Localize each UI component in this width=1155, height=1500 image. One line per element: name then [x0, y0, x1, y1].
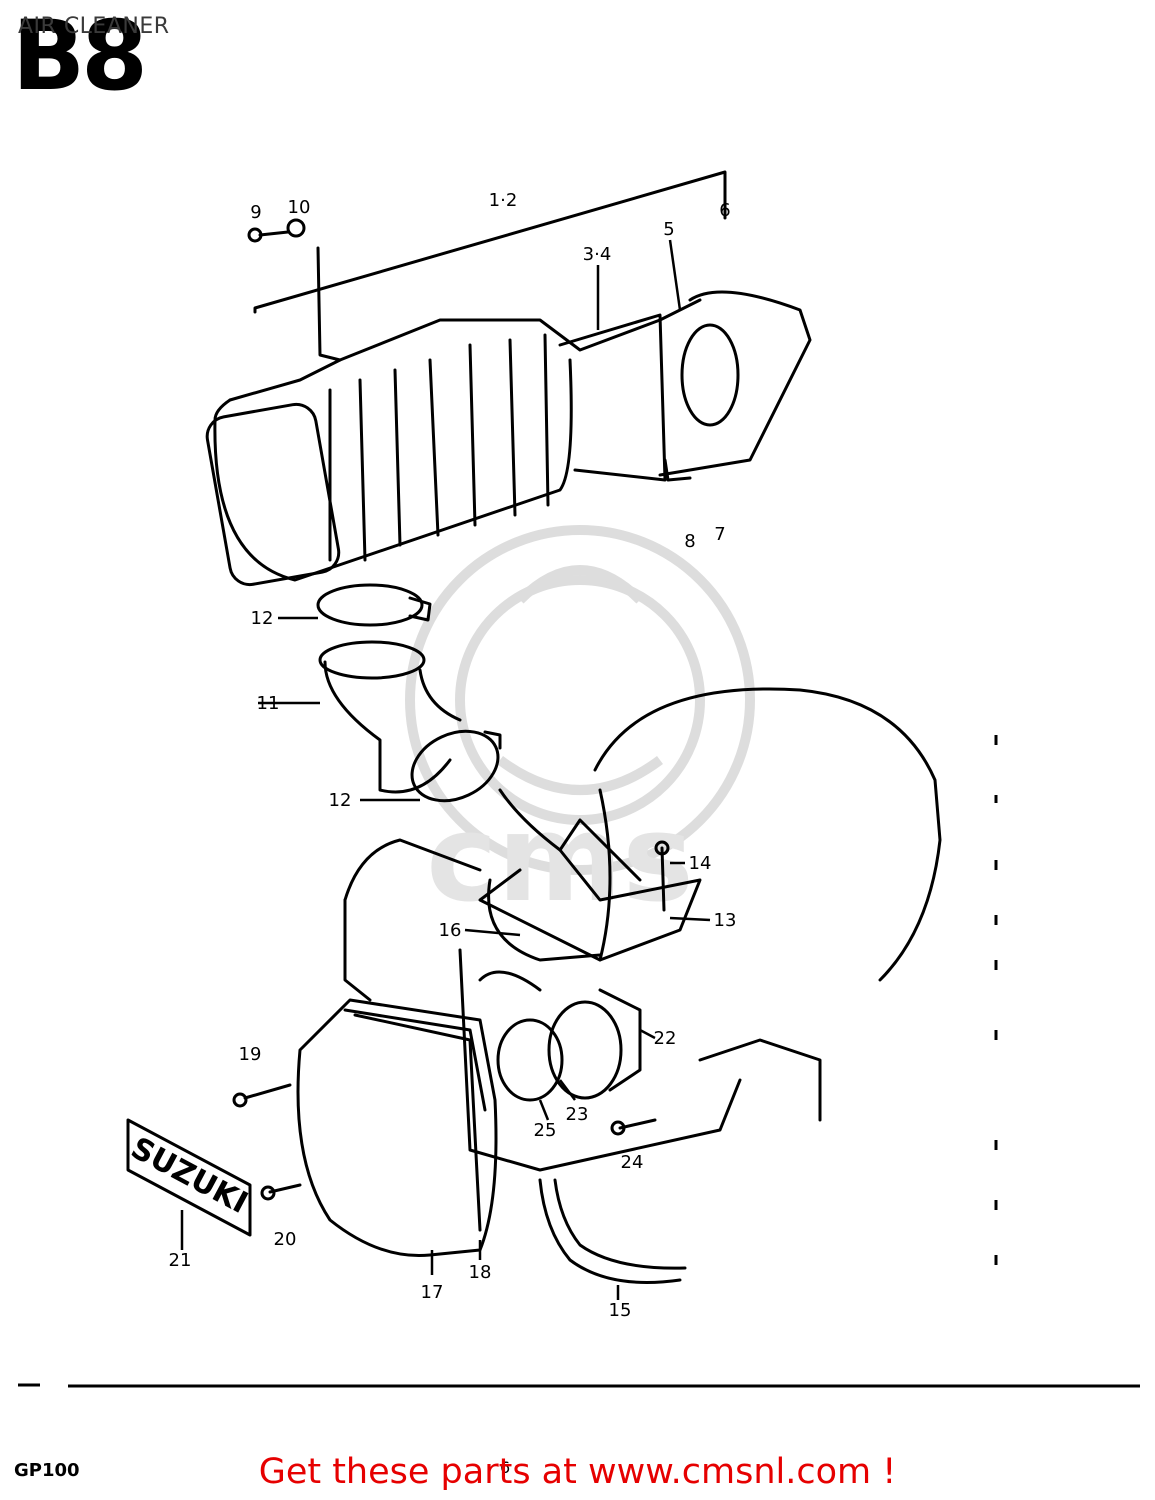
callout-3-4: 3·4: [583, 244, 612, 265]
callout-14: 14: [689, 853, 712, 874]
page-title: AIR CLEANER: [18, 14, 170, 39]
callout-10: 10: [288, 197, 311, 218]
callout-16: 16: [439, 920, 462, 941]
page-number: 6: [500, 1458, 511, 1477]
callout-24: 24: [621, 1152, 644, 1173]
callout-6: 6: [719, 200, 730, 221]
callout-9: 9: [250, 202, 261, 223]
callout-13: 13: [714, 910, 737, 931]
section-code: B8: [12, 0, 148, 112]
callout-7: 7: [714, 524, 725, 545]
callout-11: 11: [257, 693, 280, 714]
callout-18: 18: [469, 1262, 492, 1283]
callout-12-top: 12: [251, 608, 274, 629]
callout-19: 19: [239, 1044, 262, 1065]
model-code: GP100: [14, 1460, 80, 1481]
callout-22: 22: [654, 1028, 677, 1049]
callout-17: 17: [421, 1282, 444, 1303]
watermark-text: cms: [426, 790, 694, 929]
bottom-rule: [18, 1383, 1140, 1388]
promo-link[interactable]: Get these parts at www.cmsnl.com !: [258, 1452, 897, 1492]
callout-12-bottom: 12: [329, 790, 352, 811]
callout-21: 21: [169, 1250, 192, 1271]
callout-1-2: 1·2: [489, 190, 518, 211]
callout-15: 15: [609, 1300, 632, 1321]
callout-20: 20: [274, 1229, 297, 1250]
callout-25: 25: [534, 1120, 557, 1141]
callout-8: 8: [684, 531, 695, 552]
callout-5: 5: [663, 219, 674, 240]
callout-23: 23: [566, 1104, 589, 1125]
